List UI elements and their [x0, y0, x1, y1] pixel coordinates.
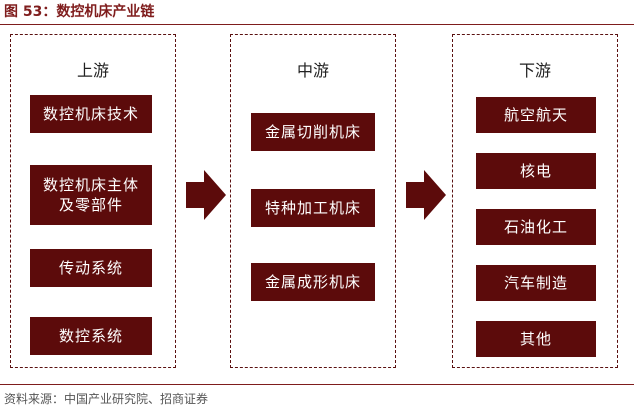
downstream-item: 石油化工: [476, 209, 596, 245]
midstream-title: 中游: [296, 61, 329, 80]
title-divider: [0, 24, 634, 25]
source-note: 资料来源：中国产业研究院、招商证券: [4, 392, 209, 406]
source-divider: [0, 384, 634, 385]
upstream-item: 数控系统: [30, 317, 152, 355]
right-arrow-icon: [186, 170, 226, 220]
downstream-item: 航空航天: [476, 97, 596, 133]
right-arrow-icon: [406, 170, 446, 220]
midstream-item: 金属成形机床: [251, 263, 375, 301]
downstream-item: 汽车制造: [476, 265, 596, 301]
figure-title: 图 53：数控机床产业链: [4, 4, 155, 20]
upstream-item: 数控机床技术: [30, 95, 152, 133]
downstream-title: 下游: [518, 61, 551, 80]
upstream-panel: 上游 数控机床技术 数控机床主体及零部件 传动系统 数控系统: [10, 34, 176, 368]
midstream-item: 特种加工机床: [251, 189, 375, 227]
downstream-panel: 下游 航空航天 核电 石油化工 汽车制造 其他: [452, 34, 618, 368]
upstream-item: 数控机床主体及零部件: [30, 165, 152, 225]
downstream-item: 其他: [476, 321, 596, 357]
downstream-item: 核电: [476, 153, 596, 189]
upstream-item: 传动系统: [30, 249, 152, 287]
midstream-item: 金属切削机床: [251, 113, 375, 151]
upstream-title: 上游: [76, 61, 109, 80]
midstream-panel: 中游 金属切削机床 特种加工机床 金属成形机床: [230, 34, 396, 368]
